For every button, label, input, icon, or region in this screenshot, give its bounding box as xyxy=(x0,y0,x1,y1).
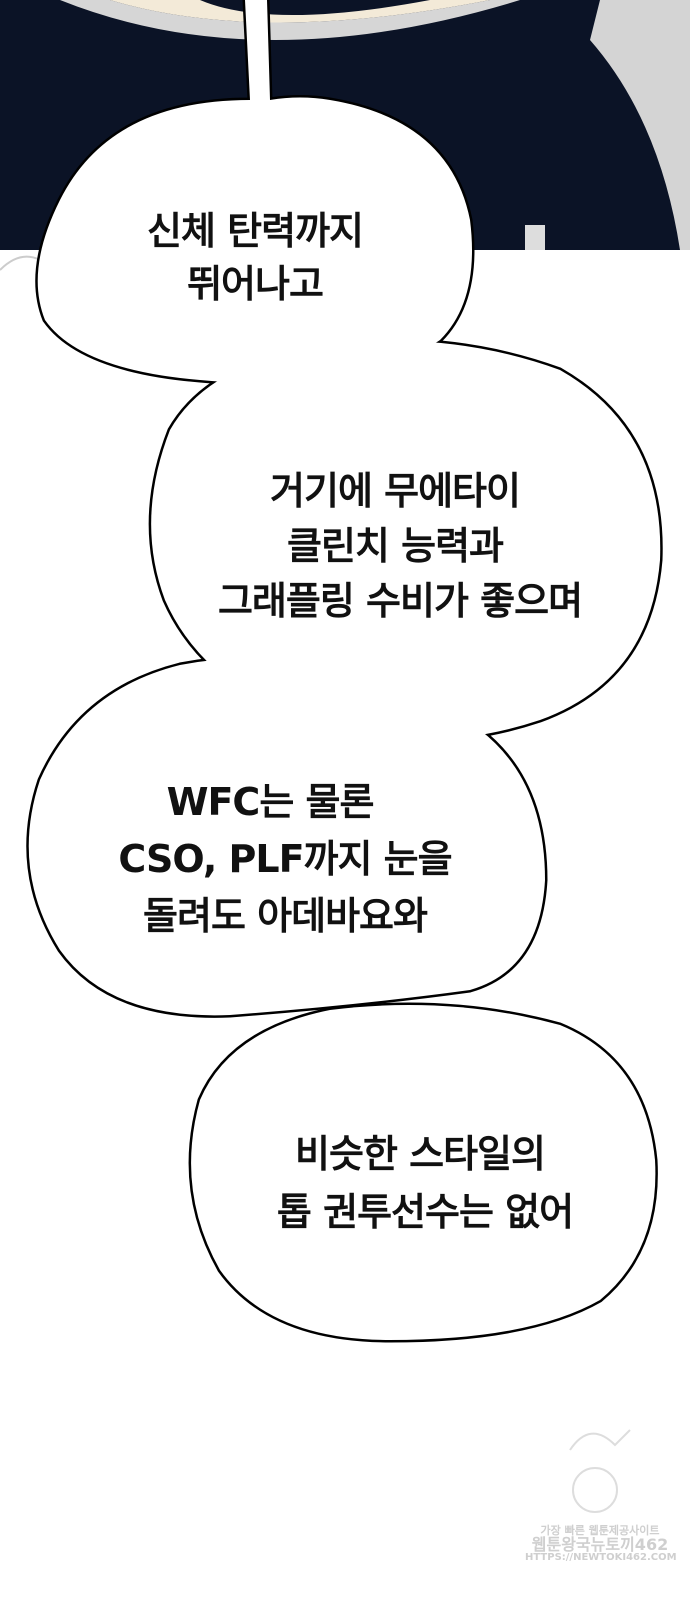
bubble-2-line-1: 거기에 무에타이 xyxy=(270,469,521,513)
bubble-2-line-2: 클린치 능력과 xyxy=(287,524,504,568)
watermark: 가장 빠른 웹툰제공사이트 웹툰왕국뉴토끼462 HTTPS://NEWTOKI… xyxy=(525,1524,677,1564)
bubble-3-line-3: 돌려도 아데바요와 xyxy=(143,894,428,938)
speech-bubble-fills xyxy=(28,0,661,1340)
bubble-3-line-1: WFC는 물론 xyxy=(166,780,375,824)
bubble-4-line-2: 톱 권투선수는 없어 xyxy=(276,1190,574,1234)
watermark-line-2: 웹툰왕국뉴토끼462 xyxy=(531,1534,669,1554)
bubble-1-line-2: 뛰어나고 xyxy=(187,262,324,306)
bubble-1-line-1: 신체 탄력까지 xyxy=(147,209,364,253)
watermark-mascot xyxy=(569,1429,631,1513)
bubble-2-line-3: 그래플링 수비가 좋으며 xyxy=(217,579,583,623)
watermark-line-3: HTTPS://NEWTOKI462.COM xyxy=(525,1552,677,1564)
bubble-3-line-2: CSO, PLF까지 눈을 xyxy=(118,837,452,881)
watermark-line-1: 가장 빠른 웹툰제공사이트 xyxy=(540,1524,660,1537)
bubble-4-line-1: 비슷한 스타일의 xyxy=(295,1132,546,1176)
